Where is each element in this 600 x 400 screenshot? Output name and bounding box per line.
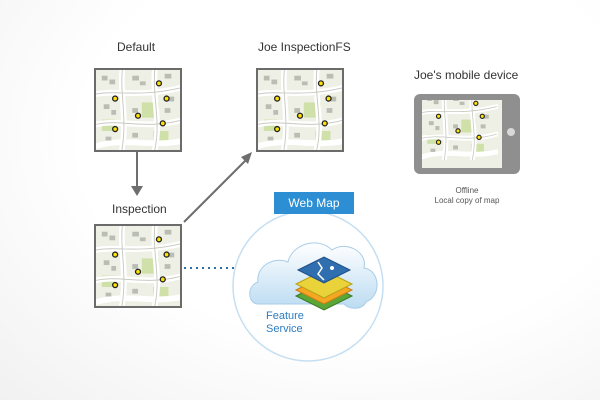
arrow-inspection-to-joe-inspectionfs (183, 152, 252, 223)
feature-service-label: Feature Service (266, 310, 304, 336)
web-map-badge: Web Map (274, 192, 354, 214)
arrow-default-to-inspection (131, 152, 143, 196)
default-label: Default (117, 40, 156, 54)
street-map-icon (258, 70, 342, 150)
joe-inspectionfs-map-tile (256, 68, 344, 152)
web-map-ring (232, 210, 384, 362)
tablet-home-button (507, 128, 515, 136)
cloud-icon (249, 242, 378, 309)
layer-stack-icon (294, 256, 354, 311)
joe-inspectionfs-label: Joe InspectionFS (258, 40, 351, 54)
feature-label-line2: Service (266, 323, 303, 335)
offline-label: Offline (455, 186, 479, 195)
street-map-icon (96, 70, 180, 150)
mobile-device-label: Joe's mobile device (414, 68, 519, 82)
street-map-icon (422, 100, 502, 168)
tablet-map-screen (422, 100, 502, 168)
street-map-icon (96, 226, 180, 306)
feature-label-line1: Feature (266, 310, 304, 322)
tablet-device-icon (414, 94, 520, 174)
local-copy-label: Local copy of map (434, 196, 500, 205)
inspection-map-tile (94, 224, 182, 308)
default-map-tile (94, 68, 182, 152)
inspection-label: Inspection (112, 202, 167, 216)
